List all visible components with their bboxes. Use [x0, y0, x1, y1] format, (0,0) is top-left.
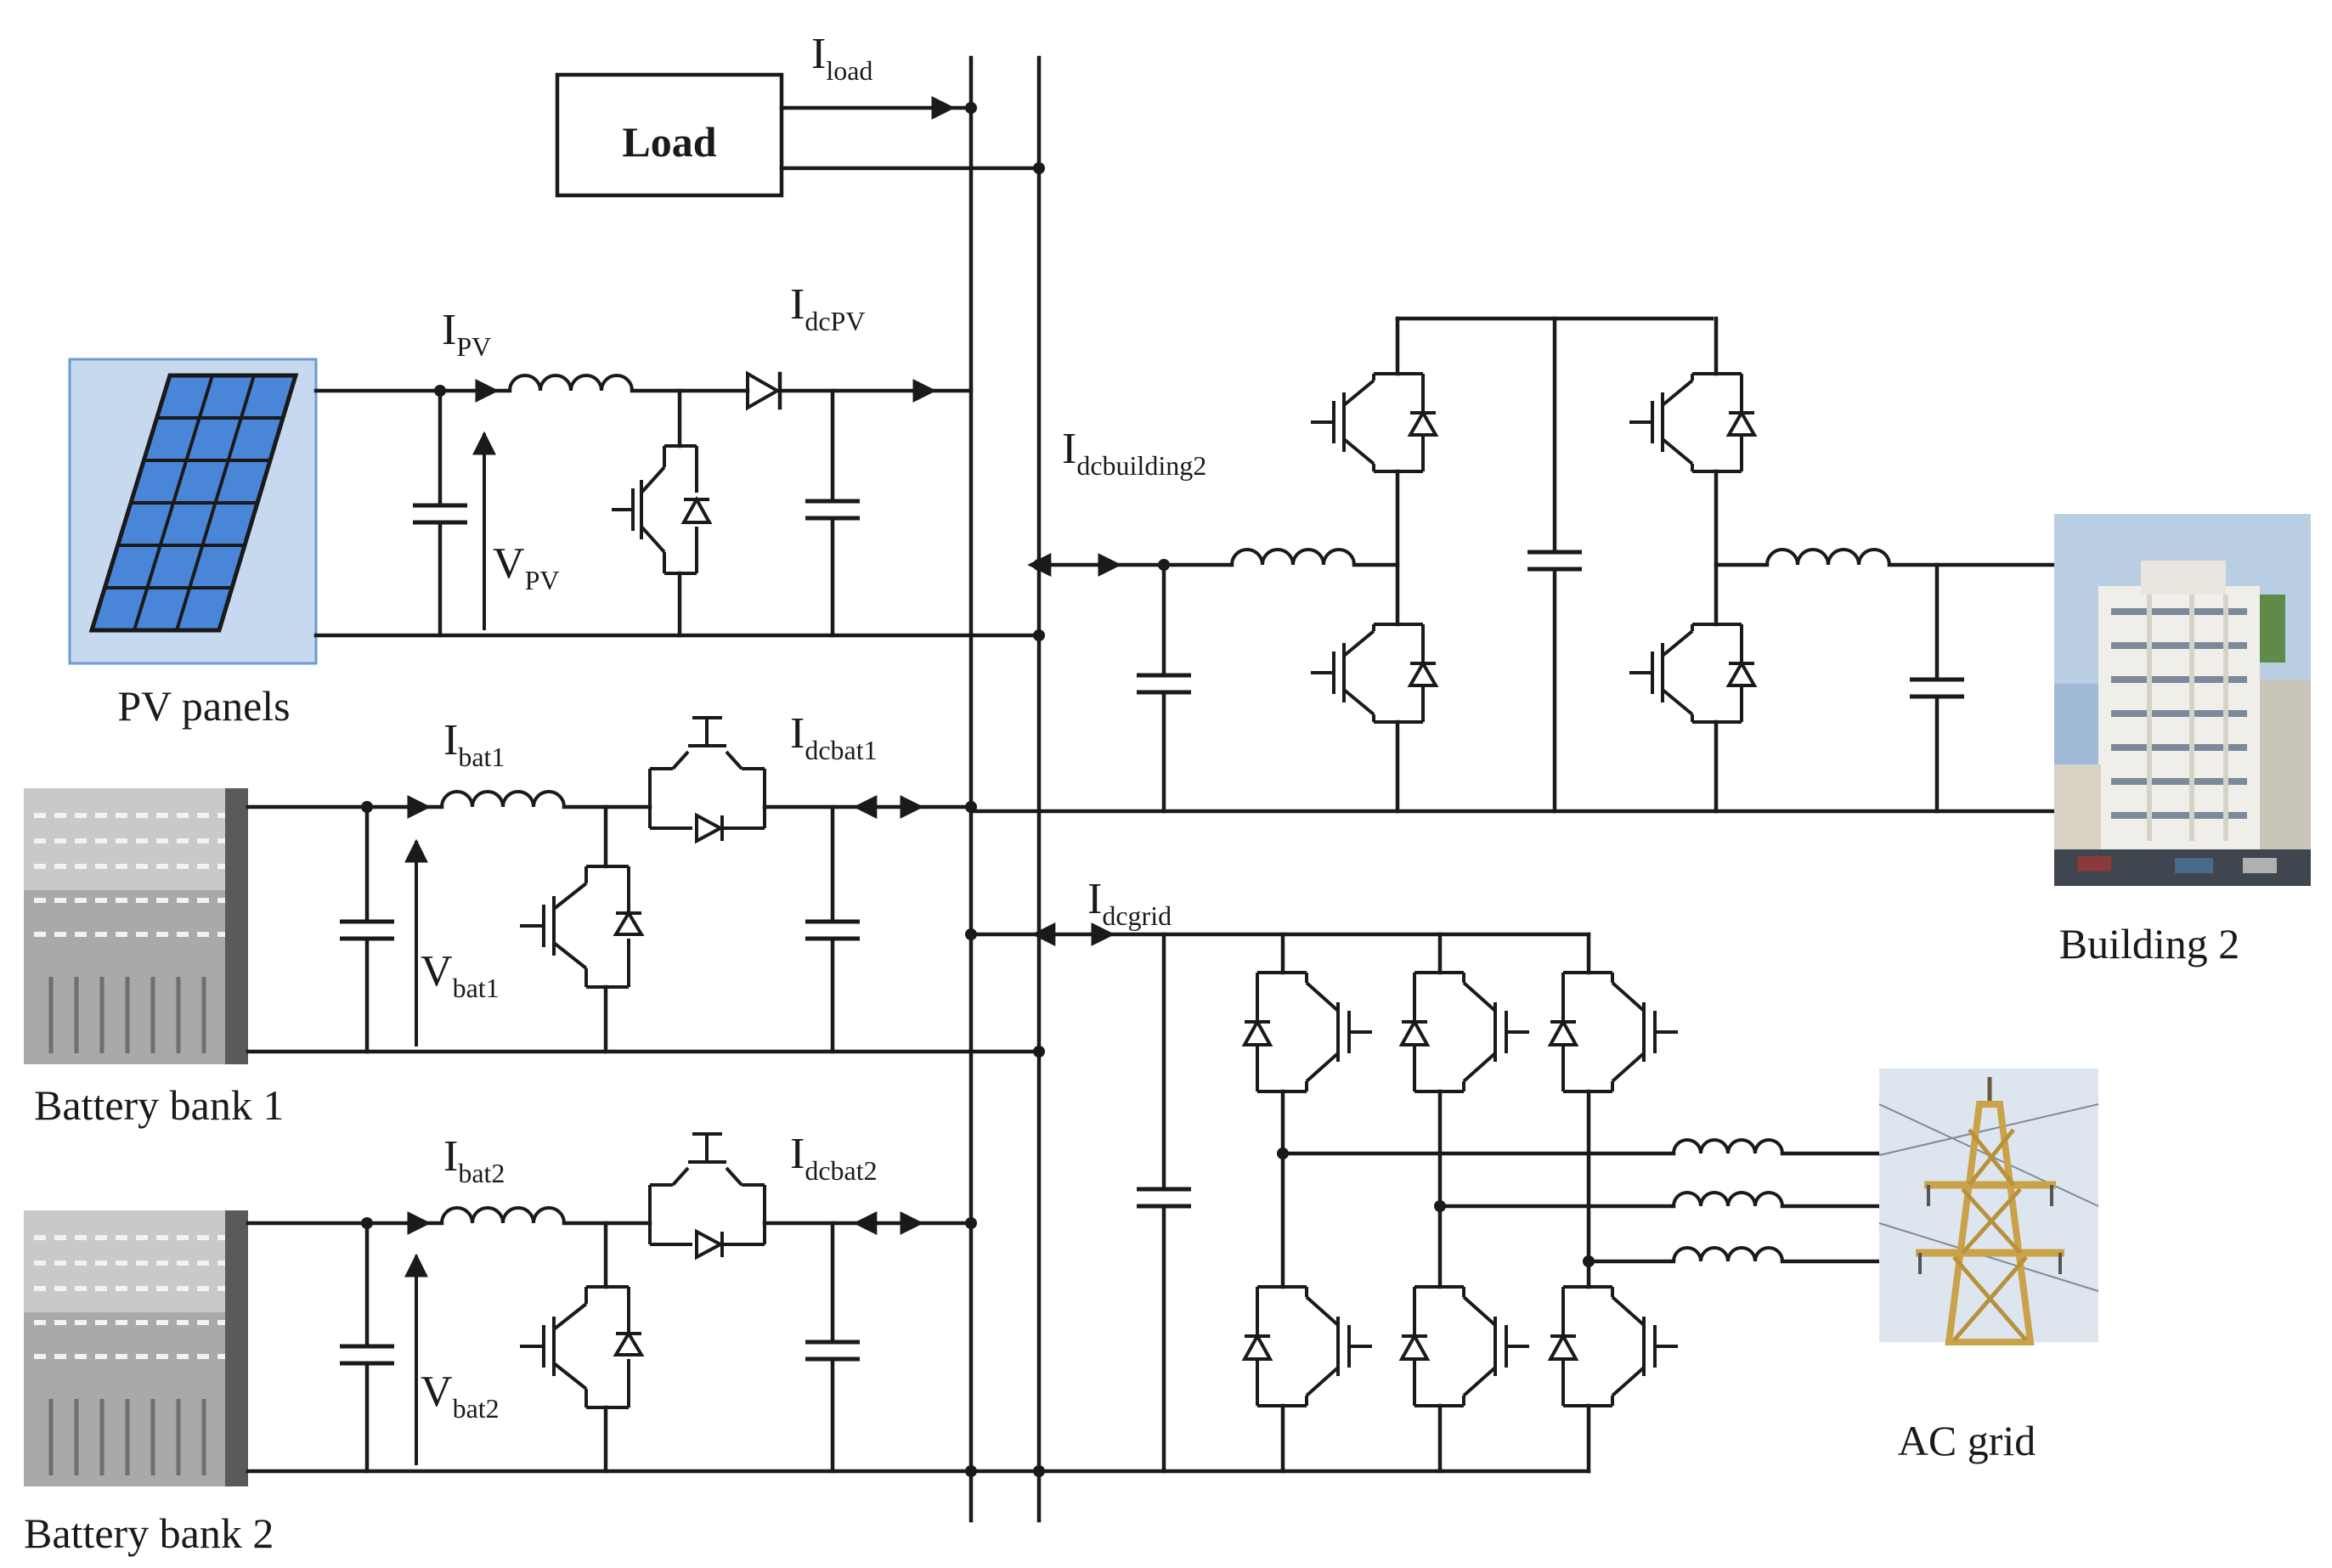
pv-boost-converter	[313, 370, 1045, 641]
grid-switch-4	[1241, 1285, 1372, 1407]
i-pv-label: IPV	[442, 306, 491, 362]
v-pv-label: VPV	[493, 539, 559, 595]
load-label: Load	[622, 118, 716, 166]
v-bat2-label: Vbat2	[421, 1368, 500, 1424]
battery-icon	[24, 788, 248, 1064]
battery1-converter	[246, 716, 1045, 1058]
svg-text:Idcbuilding2: Idcbuilding2	[1062, 425, 1206, 481]
grid-switch-5	[1398, 1285, 1529, 1407]
battery2-low-switch	[520, 1285, 645, 1409]
i-dcbat1-label: Idcbat1	[790, 709, 878, 765]
svg-text:VPV: VPV	[493, 539, 559, 595]
battery-icon	[24, 1210, 248, 1486]
svg-text:Iload: Iload	[811, 30, 872, 86]
building-switch-1	[1311, 372, 1439, 473]
grid-switch-2	[1398, 971, 1529, 1093]
pv-boost-switch	[612, 444, 713, 575]
grid-switch-6	[1547, 1285, 1678, 1407]
svg-text:Vbat1: Vbat1	[421, 947, 500, 1003]
i-load-label: Iload	[811, 30, 872, 86]
svg-text:Vbat2: Vbat2	[421, 1368, 500, 1424]
battery1-high-switch	[648, 716, 766, 844]
svg-text:IPV: IPV	[442, 306, 491, 362]
i-bat1-label: Ibat1	[443, 716, 505, 772]
building2-inverter	[968, 316, 2057, 814]
svg-text:Idcbat1: Idcbat1	[790, 709, 878, 765]
building-2-caption: Building 2	[2059, 920, 2240, 967]
svg-text:Idcbat2: Idcbat2	[790, 1130, 878, 1186]
building-icon	[2054, 514, 2311, 886]
ac-grid-caption: AC grid	[1898, 1417, 2036, 1464]
svg-text:Ibat1: Ibat1	[443, 716, 505, 772]
battery2-converter	[246, 1132, 1591, 1477]
battery2-high-switch	[648, 1132, 766, 1261]
svg-text:Ibat2: Ibat2	[443, 1132, 505, 1188]
i-dcbat2-label: Idcbat2	[790, 1130, 878, 1186]
building-switch-4	[1629, 623, 1758, 724]
building-switch-2	[1311, 623, 1439, 724]
battery-bank-1-caption: Battery bank 1	[34, 1081, 284, 1129]
i-dcgrid-label: Idcgrid	[1087, 875, 1172, 931]
v-bat1-label: Vbat1	[421, 947, 500, 1003]
transmission-tower-icon	[1878, 1069, 2099, 1345]
svg-text:Idcgrid: Idcgrid	[1087, 875, 1172, 931]
load-block: Load	[555, 72, 1045, 198]
svg-text:IdcPV: IdcPV	[790, 280, 865, 336]
building-switch-3	[1629, 372, 1758, 473]
battery1-low-switch	[520, 865, 645, 989]
i-dcpv-label: IdcPV	[790, 280, 865, 336]
battery-bank-2-caption: Battery bank 2	[24, 1509, 274, 1557]
grid-switch-3	[1547, 971, 1678, 1093]
grid-inverter	[965, 922, 1882, 1474]
pv-panel-icon	[68, 358, 318, 665]
i-bat2-label: Ibat2	[443, 1132, 505, 1188]
pv-panels-caption: PV panels	[117, 682, 290, 730]
i-dcbuilding2-label: Idcbuilding2	[1062, 425, 1206, 481]
grid-switch-1	[1241, 971, 1372, 1093]
